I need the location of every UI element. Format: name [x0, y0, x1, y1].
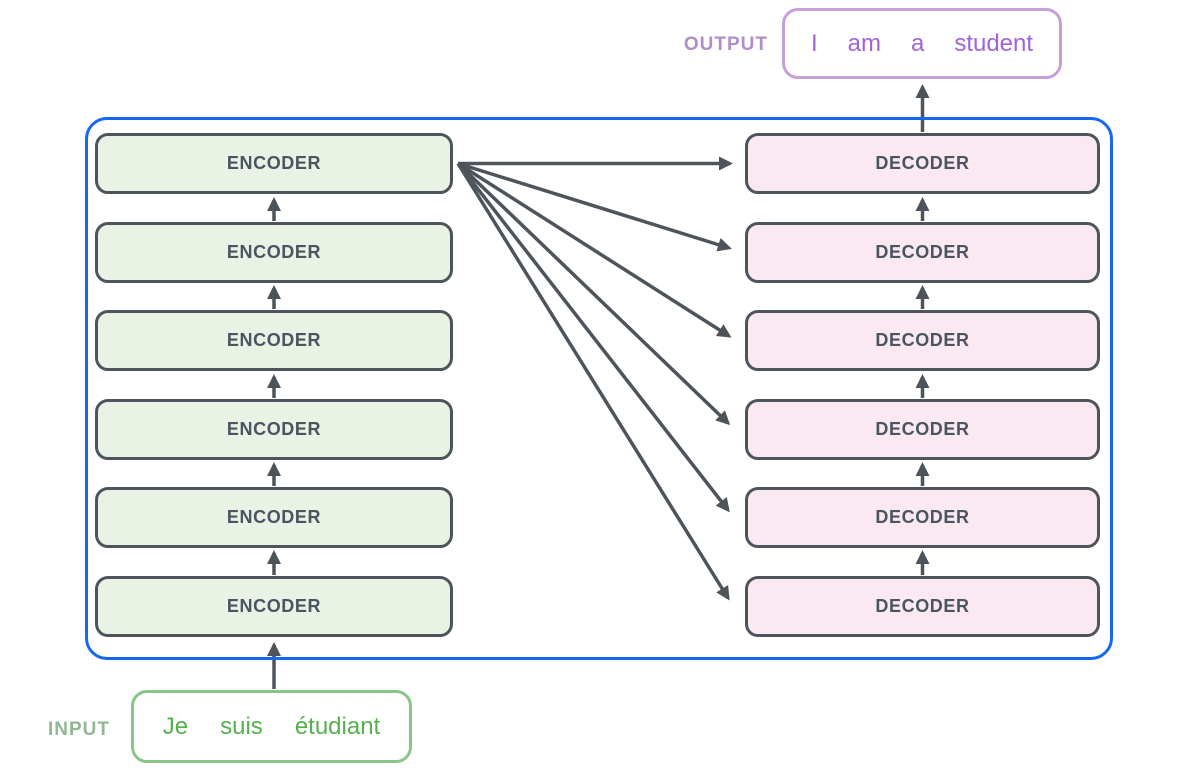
encoder-block-label: ENCODER [226, 330, 322, 350]
encoder-block: ENCODER [95, 310, 453, 371]
decoder-block-label: DECODER [875, 418, 970, 439]
decoder-block-label: DECODER [875, 595, 970, 616]
decoder-block-label: DECODER [875, 241, 970, 262]
encoder-block: ENCODER [95, 221, 453, 283]
input-label: INPUT [48, 719, 110, 740]
input-word: étudiant [294, 712, 381, 740]
model-container [85, 117, 1113, 660]
decoder-block-label: DECODER [875, 507, 970, 527]
encoder-block: ENCODER [95, 398, 453, 460]
decoder-block: DECODER [745, 221, 1100, 283]
output-word: student [954, 29, 1034, 57]
output-word: am [847, 29, 881, 57]
encoder-block: ENCODER [95, 133, 453, 194]
input-sentence-box: Je suis étudiant [131, 690, 412, 763]
encoder-block-label: ENCODER [226, 418, 322, 439]
decoder-block: DECODER [745, 133, 1100, 194]
encoder-stack: ENCODER ENCODER ENCODER ENCODER ENCODER … [95, 133, 453, 637]
decoder-stack: DECODER DECODER DECODER DECODER DECODER … [745, 133, 1100, 637]
output-word: I [810, 29, 818, 57]
decoder-block: DECODER [745, 487, 1100, 548]
output-sentence-box: I am a student [782, 8, 1062, 79]
encoder-block: ENCODER [95, 575, 453, 637]
output-word: a [910, 29, 925, 57]
encoder-block-label: ENCODER [226, 241, 322, 262]
encoder-block: ENCODER [95, 487, 453, 548]
encoder-block-label: ENCODER [226, 153, 322, 173]
encoder-block-label: ENCODER [226, 507, 322, 527]
decoder-block-label: DECODER [875, 330, 970, 350]
input-word: Je [162, 712, 189, 740]
decoder-block: DECODER [745, 398, 1100, 460]
output-label: OUTPUT [683, 34, 768, 55]
decoder-block-label: DECODER [875, 153, 970, 173]
input-word: suis [220, 712, 263, 740]
decoder-block: DECODER [745, 310, 1100, 371]
decoder-block: DECODER [745, 575, 1100, 637]
encoder-block-label: ENCODER [226, 595, 322, 616]
